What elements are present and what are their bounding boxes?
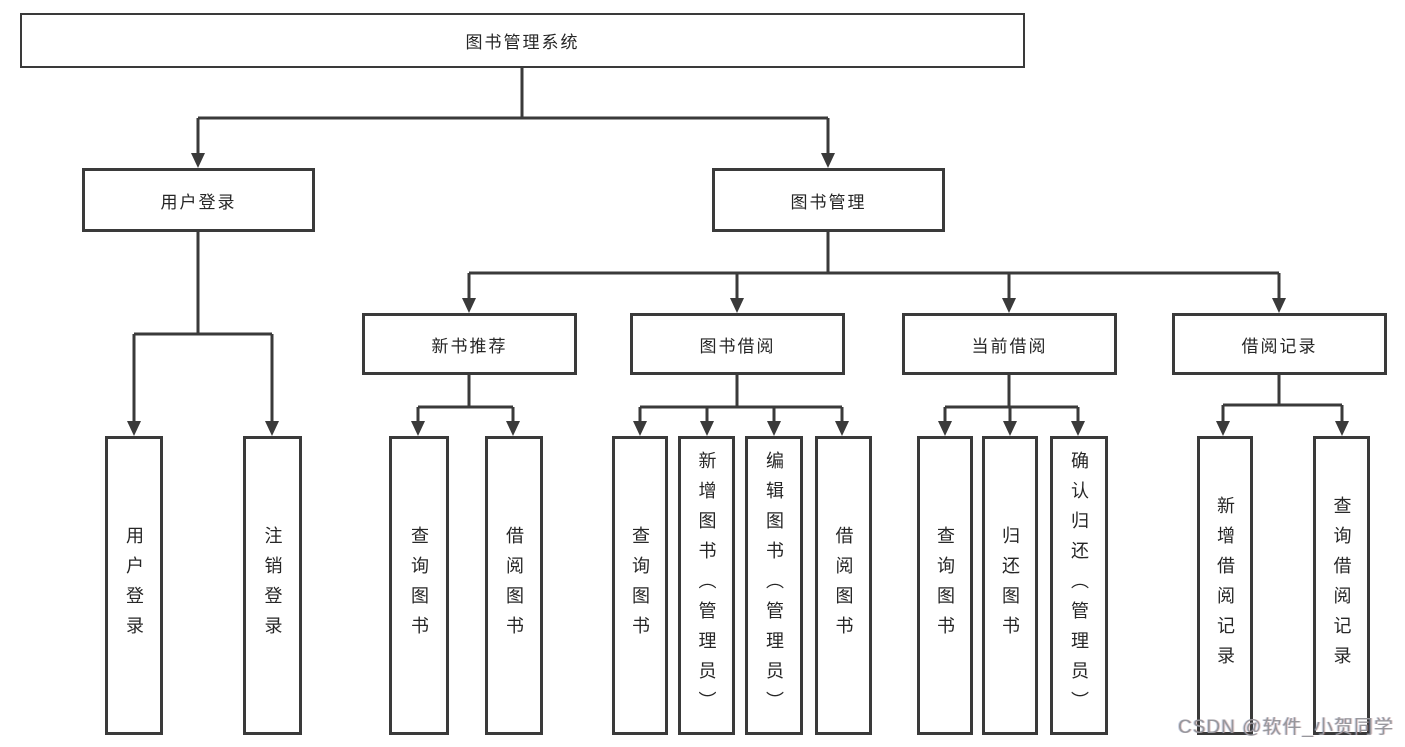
node-library-management-system: 图书管理系统: [20, 13, 1025, 68]
node-new-book-recommendation: 新书推荐: [362, 313, 577, 375]
arrowhead-icon: [1002, 298, 1016, 313]
node-query-books-current: 查询图书: [917, 436, 973, 735]
arrowhead-icon: [1216, 421, 1230, 436]
arrowhead-icon: [506, 421, 520, 436]
arrowhead-icon: [127, 421, 141, 436]
node-label: 用户登录: [124, 525, 144, 646]
node-user-login-module: 用户登录: [82, 168, 315, 232]
node-label: 查询图书: [630, 525, 650, 646]
connector-path: [943, 375, 1080, 423]
connector-path: [132, 232, 274, 423]
node-label: 查询图书: [409, 525, 429, 646]
arrowhead-icon: [821, 153, 835, 168]
connector-path: [416, 375, 515, 423]
node-label: 编辑图书（管理员）: [764, 450, 784, 721]
node-label: 图书管理: [790, 192, 867, 212]
node-label: 新书推荐: [431, 336, 508, 356]
node-label: 借阅图书: [504, 525, 524, 646]
node-user-login-leaf: 用户登录: [105, 436, 163, 735]
node-book-borrowing: 图书借阅: [630, 313, 845, 375]
node-book-management-module: 图书管理: [712, 168, 945, 232]
node-label: 注销登录: [262, 525, 283, 646]
node-borrowing-records: 借阅记录: [1172, 313, 1387, 375]
arrowhead-icon: [938, 421, 952, 436]
arrowhead-icon: [1071, 421, 1085, 436]
node-label: 查询借阅记录: [1331, 495, 1352, 676]
node-label: 查询图书: [935, 525, 955, 646]
node-label: 确认归还（管理员）: [1069, 450, 1089, 721]
csdn-watermark: CSDN @软件_小贺同学: [1178, 717, 1394, 738]
node-add-borrow-record: 新增借阅记录: [1197, 436, 1253, 735]
node-logout-leaf: 注销登录: [243, 436, 302, 735]
node-query-borrow-record: 查询借阅记录: [1313, 436, 1370, 735]
node-label: 新增图书（管理员）: [696, 450, 717, 721]
arrowhead-icon: [411, 421, 425, 436]
arrowhead-icon: [1003, 421, 1017, 436]
connector-path: [1221, 375, 1344, 423]
arrowhead-icon: [633, 421, 647, 436]
arrowhead-icon: [767, 421, 781, 436]
node-query-books-recommend: 查询图书: [389, 436, 449, 735]
node-label: 借阅图书: [833, 525, 854, 646]
node-current-borrowing: 当前借阅: [902, 313, 1117, 375]
arrowhead-icon: [700, 421, 714, 436]
node-query-books-borrow: 查询图书: [612, 436, 668, 735]
arrowhead-icon: [730, 298, 744, 313]
node-label: 借阅记录: [1241, 336, 1318, 356]
arrowhead-icon: [1335, 421, 1349, 436]
node-label: 新增借阅记录: [1215, 495, 1235, 676]
arrowhead-icon: [191, 153, 205, 168]
node-confirm-return-admin: 确认归还（管理员）: [1050, 436, 1108, 735]
node-label: 图书借阅: [699, 336, 776, 356]
node-label: 归还图书: [1000, 525, 1020, 646]
arrowhead-icon: [462, 298, 476, 313]
arrowhead-icon: [835, 421, 849, 436]
node-add-books-admin: 新增图书（管理员）: [678, 436, 735, 735]
connector-path: [638, 375, 844, 423]
arrowhead-icon: [1272, 298, 1286, 313]
arrowhead-icon: [265, 421, 279, 436]
node-borrow-books-recommend: 借阅图书: [485, 436, 543, 735]
node-label: 图书管理系统: [465, 33, 580, 52]
node-label: 用户登录: [160, 192, 237, 212]
connector-path: [467, 232, 1281, 300]
node-return-books: 归还图书: [982, 436, 1038, 735]
node-borrow-books-leaf: 借阅图书: [815, 436, 872, 735]
node-edit-books-admin: 编辑图书（管理员）: [745, 436, 803, 735]
node-label: 当前借阅: [971, 336, 1048, 356]
connector-path: [196, 68, 830, 155]
